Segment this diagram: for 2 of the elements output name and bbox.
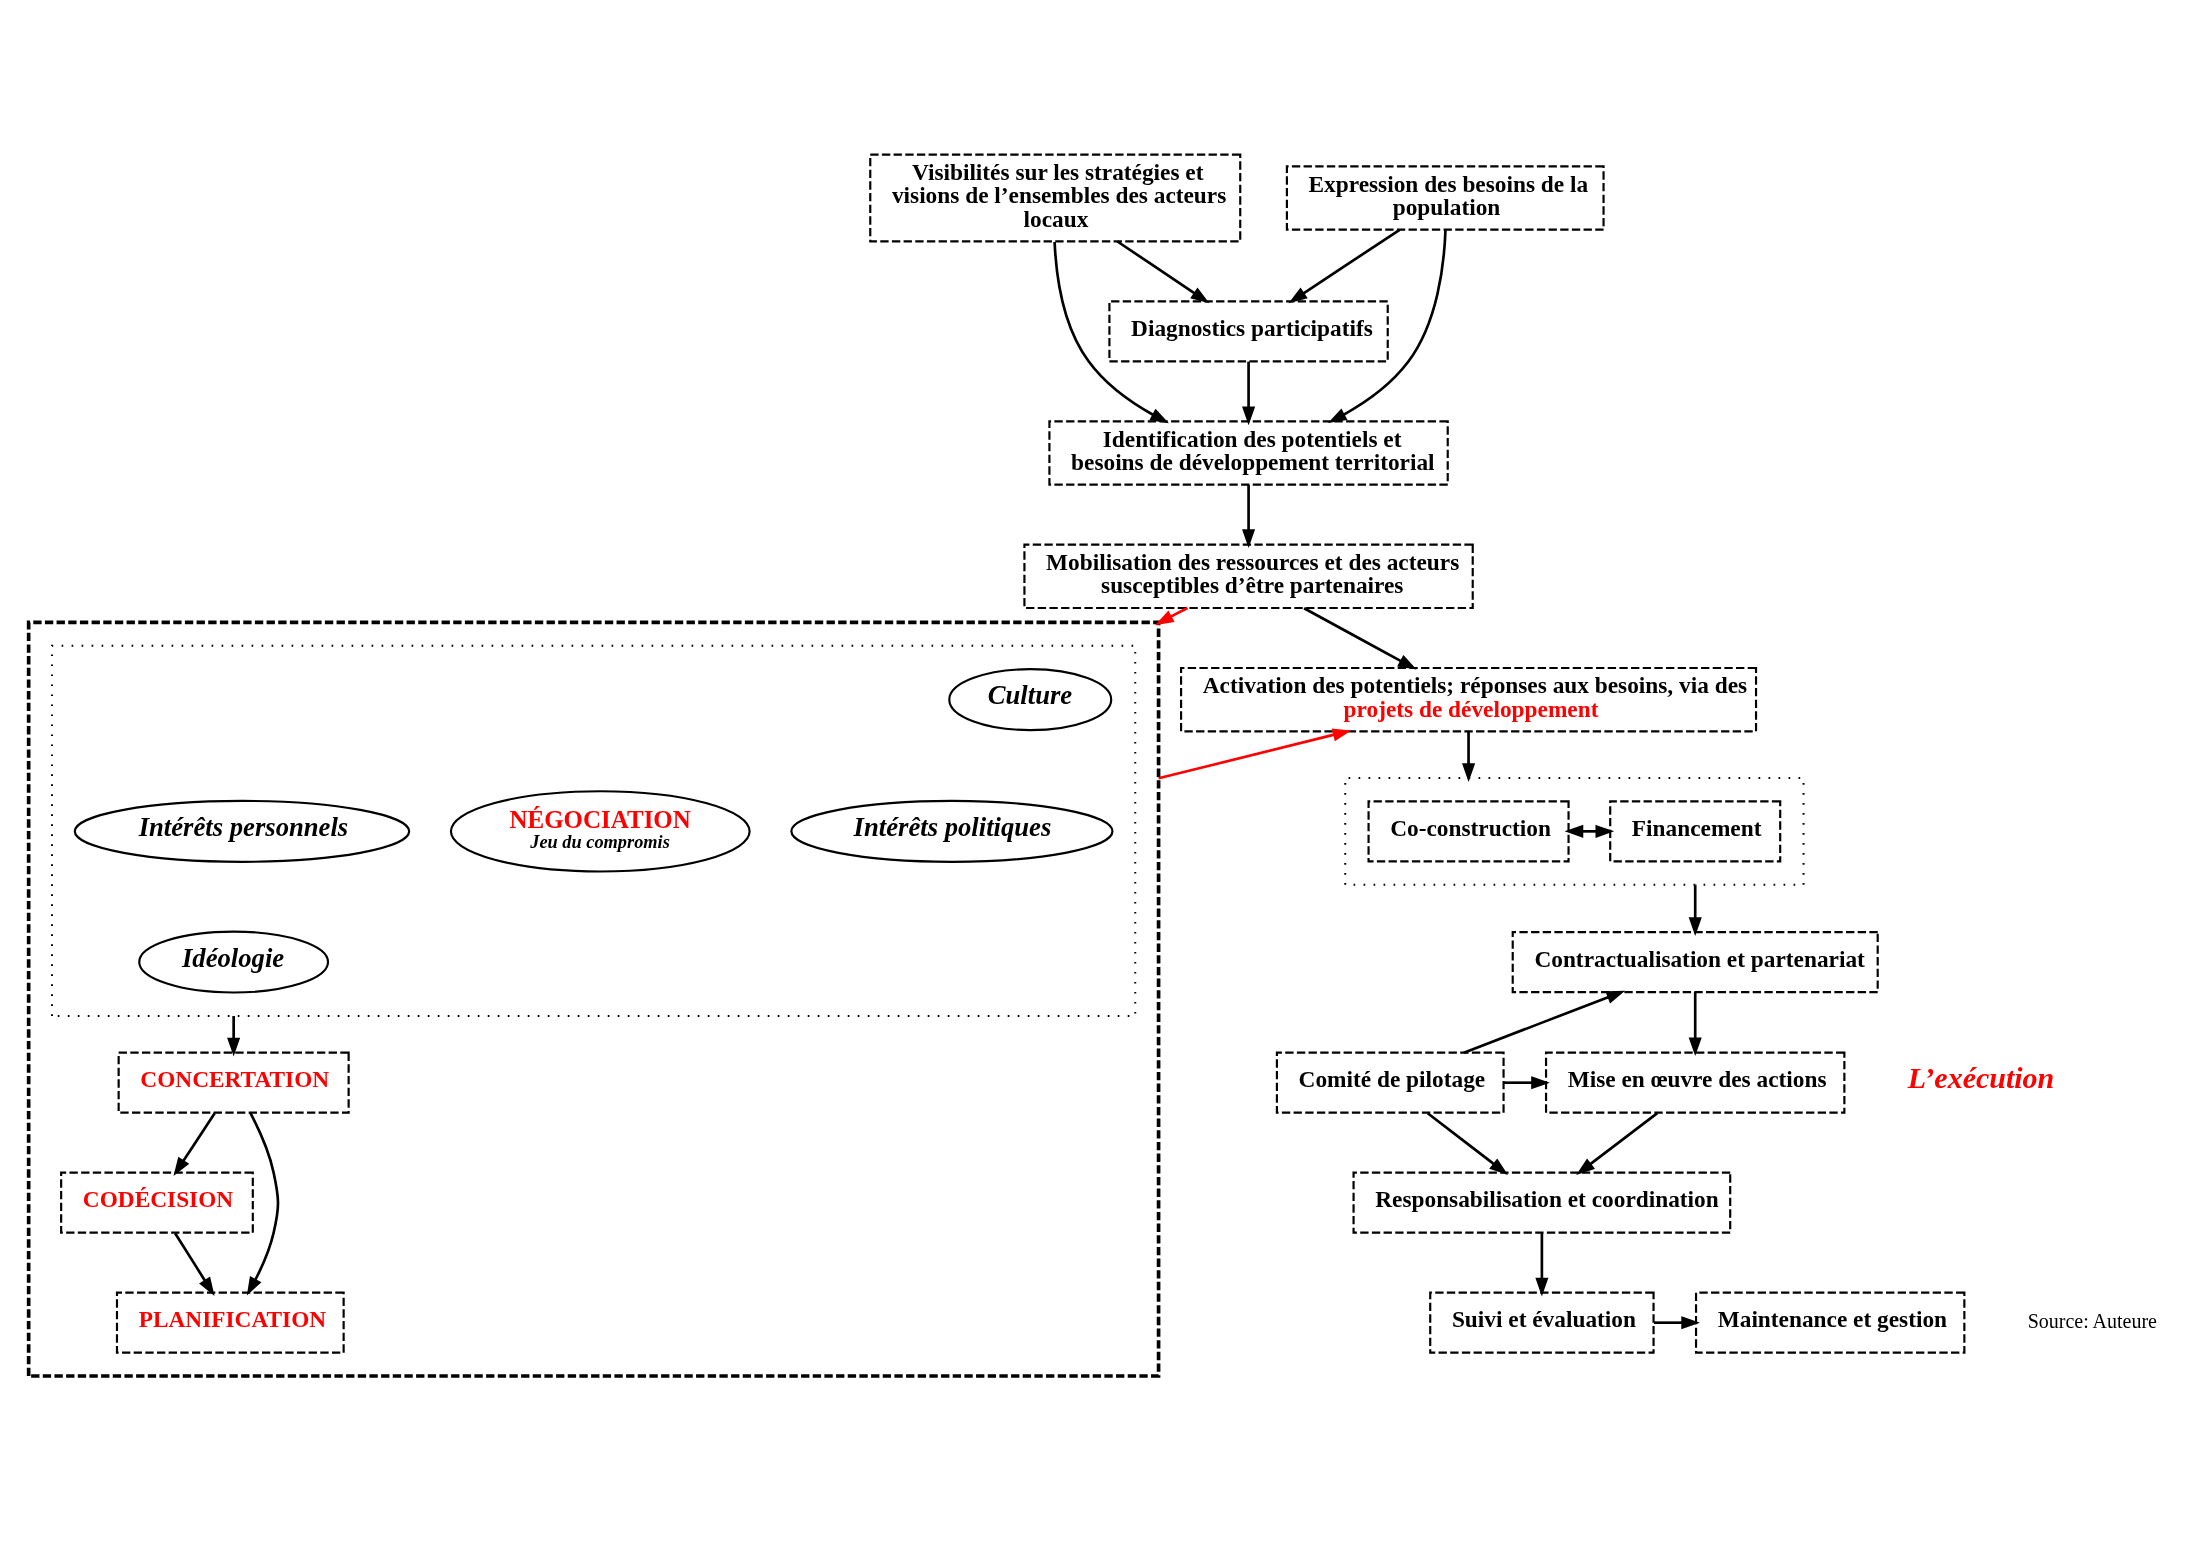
label: L’exécution [1907,1061,2055,1095]
label: Source: Auteure [2027,1309,2157,1332]
